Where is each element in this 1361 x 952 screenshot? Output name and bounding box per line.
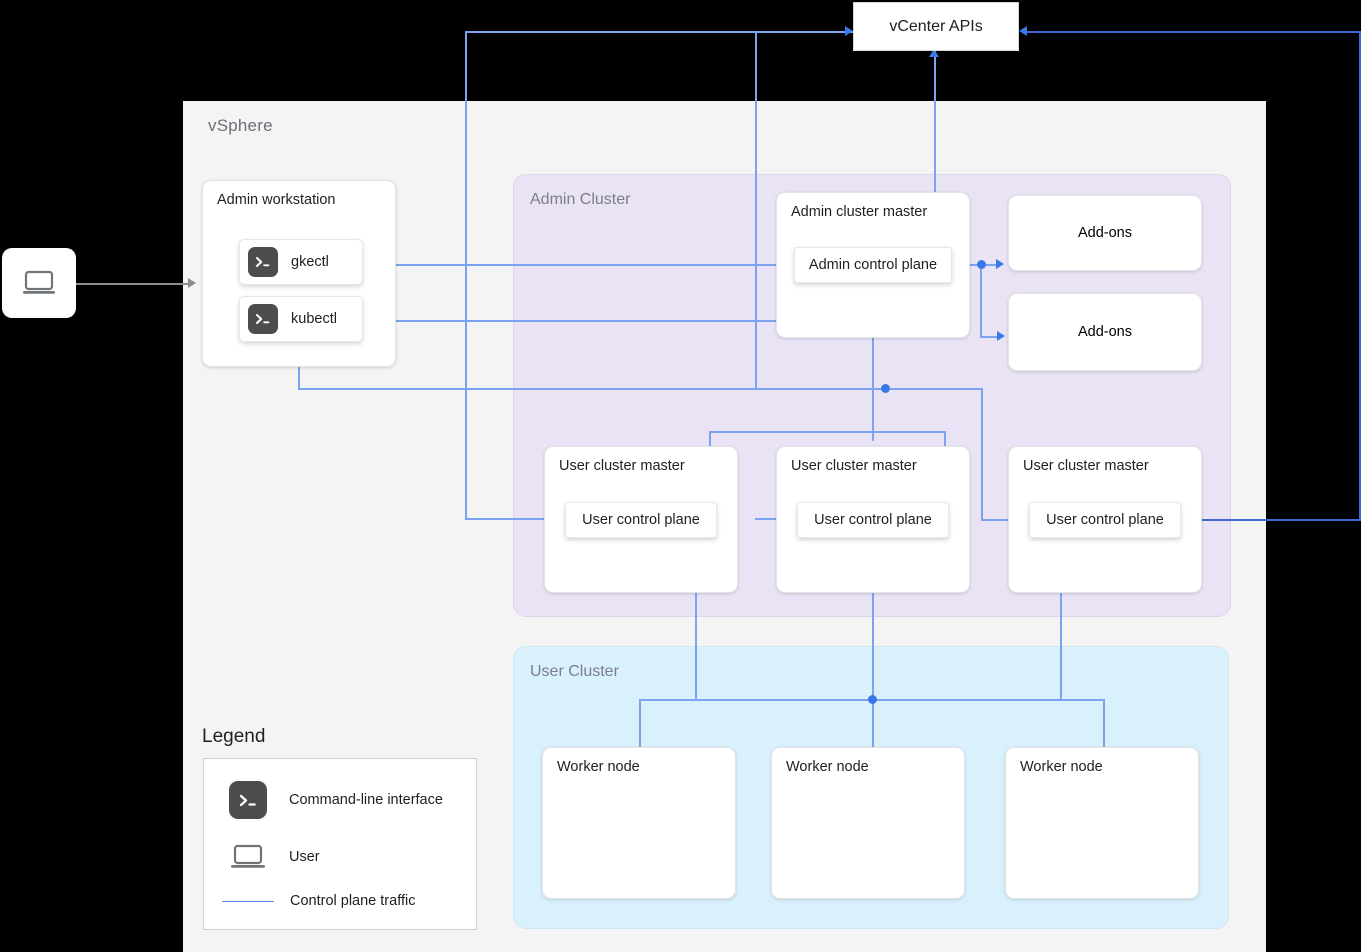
admin-workstation-title: Admin workstation (217, 192, 336, 208)
worker-node-box-1[interactable]: Worker node (542, 747, 736, 899)
legend-cli-label: Command-line interface (289, 792, 443, 808)
admin-cp-to-addon2-line-v (980, 264, 982, 337)
legend-title: Legend (202, 726, 266, 747)
admin-cp-to-vcenter-line (934, 51, 936, 248)
addons-box-2[interactable]: Add-ons (1008, 293, 1202, 371)
worker-node-title: Worker node (557, 759, 640, 775)
legend-traffic-label: Control plane traffic (290, 893, 416, 909)
worker-node-box-3[interactable]: Worker node (1005, 747, 1199, 899)
admin-cp-to-addon2-line-h (980, 336, 1001, 338)
terminal-icon (229, 781, 267, 819)
user-to-vsphere-arrow (188, 278, 196, 288)
worker2-feed (872, 699, 874, 748)
addons-box-1[interactable]: Add-ons (1008, 195, 1202, 271)
legend-item-user: User (229, 843, 320, 871)
junction-dot-worker-bus (868, 695, 877, 704)
ucm3-feed-h2 (981, 519, 1020, 521)
admin-workstation-box[interactable]: Admin workstation gkectl kubectl (202, 180, 396, 367)
vcenter-apis-box[interactable]: vCenter APIs (853, 2, 1019, 51)
vcenter-left-arrow (845, 26, 853, 36)
ucp2-down-line (872, 538, 874, 700)
admin-cluster-master-title: Admin cluster master (791, 204, 928, 220)
vcenter-left-riser-a (465, 31, 467, 519)
worker-node-box-2[interactable]: Worker node (771, 747, 965, 899)
vcenter-left-riser-b (755, 31, 757, 389)
admin-control-plane-box[interactable]: Admin control plane (794, 247, 952, 283)
gkectl-to-admin-cp-line (360, 264, 788, 266)
kubectl-label: kubectl (291, 311, 337, 327)
vcenter-right-bus (1027, 31, 1360, 33)
worker3-feed (1103, 699, 1105, 748)
admin-cluster-label: Admin Cluster (530, 191, 631, 208)
ucm-distribution-bar (709, 431, 946, 433)
kubectl-chip[interactable]: kubectl (239, 296, 363, 342)
user-control-plane-box-1[interactable]: User control plane (565, 502, 717, 538)
user-node[interactable] (2, 248, 76, 318)
ucp3-right-line-h (1181, 519, 1361, 521)
junction-dot-addons (977, 260, 986, 269)
legend-box: Command-line interface User Control plan… (203, 758, 477, 930)
ucp1-left-feed (465, 518, 567, 520)
user-cluster-master-title: User cluster master (1023, 458, 1149, 474)
admin-bus-down-trunk (872, 388, 874, 441)
vcenter-right-arrow (1019, 26, 1027, 36)
user-cluster-master-title: User cluster master (559, 458, 685, 474)
admin-cp-to-addon1-arrow (996, 259, 1004, 269)
legend-item-traffic: Control plane traffic (222, 893, 415, 909)
ucp1-down-line (695, 538, 697, 700)
legend-user-label: User (289, 849, 320, 865)
user-to-vsphere-line (76, 283, 188, 285)
laptop-icon (23, 270, 55, 294)
user-cluster-master-title: User cluster master (791, 458, 917, 474)
ucm3-feed-h1 (886, 388, 982, 390)
ucm3-feed-v (981, 388, 983, 520)
admin-cp-to-addon1-line (952, 264, 1000, 266)
user-control-plane-box-2[interactable]: User control plane (797, 502, 949, 538)
vcenter-right-riser (1359, 31, 1361, 520)
gkectl-chip[interactable]: gkectl (239, 239, 363, 285)
line-swatch-icon (222, 900, 274, 902)
admin-cp-to-vcenter-arrow (929, 49, 939, 57)
user-control-plane-box-3[interactable]: User control plane (1029, 502, 1181, 538)
worker-node-title: Worker node (786, 759, 869, 775)
legend-item-cli: Command-line interface (229, 781, 443, 819)
user-cluster-label: User Cluster (530, 663, 619, 680)
vcenter-left-bus (465, 31, 853, 33)
terminal-icon (248, 247, 278, 277)
vsphere-label: vSphere (208, 116, 273, 135)
terminal-icon (248, 304, 278, 334)
worker-node-title: Worker node (1020, 759, 1103, 775)
laptop-icon (231, 844, 265, 868)
workstation-bus-line-h (298, 388, 886, 390)
worker1-feed (639, 699, 641, 748)
gkectl-label: gkectl (291, 254, 329, 270)
admin-cp-to-addon2-arrow (997, 331, 1005, 341)
junction-dot-admin-bus (881, 384, 890, 393)
ucp3-down-line (1060, 538, 1062, 700)
kubectl-to-admin-cp-line-h (360, 320, 875, 322)
